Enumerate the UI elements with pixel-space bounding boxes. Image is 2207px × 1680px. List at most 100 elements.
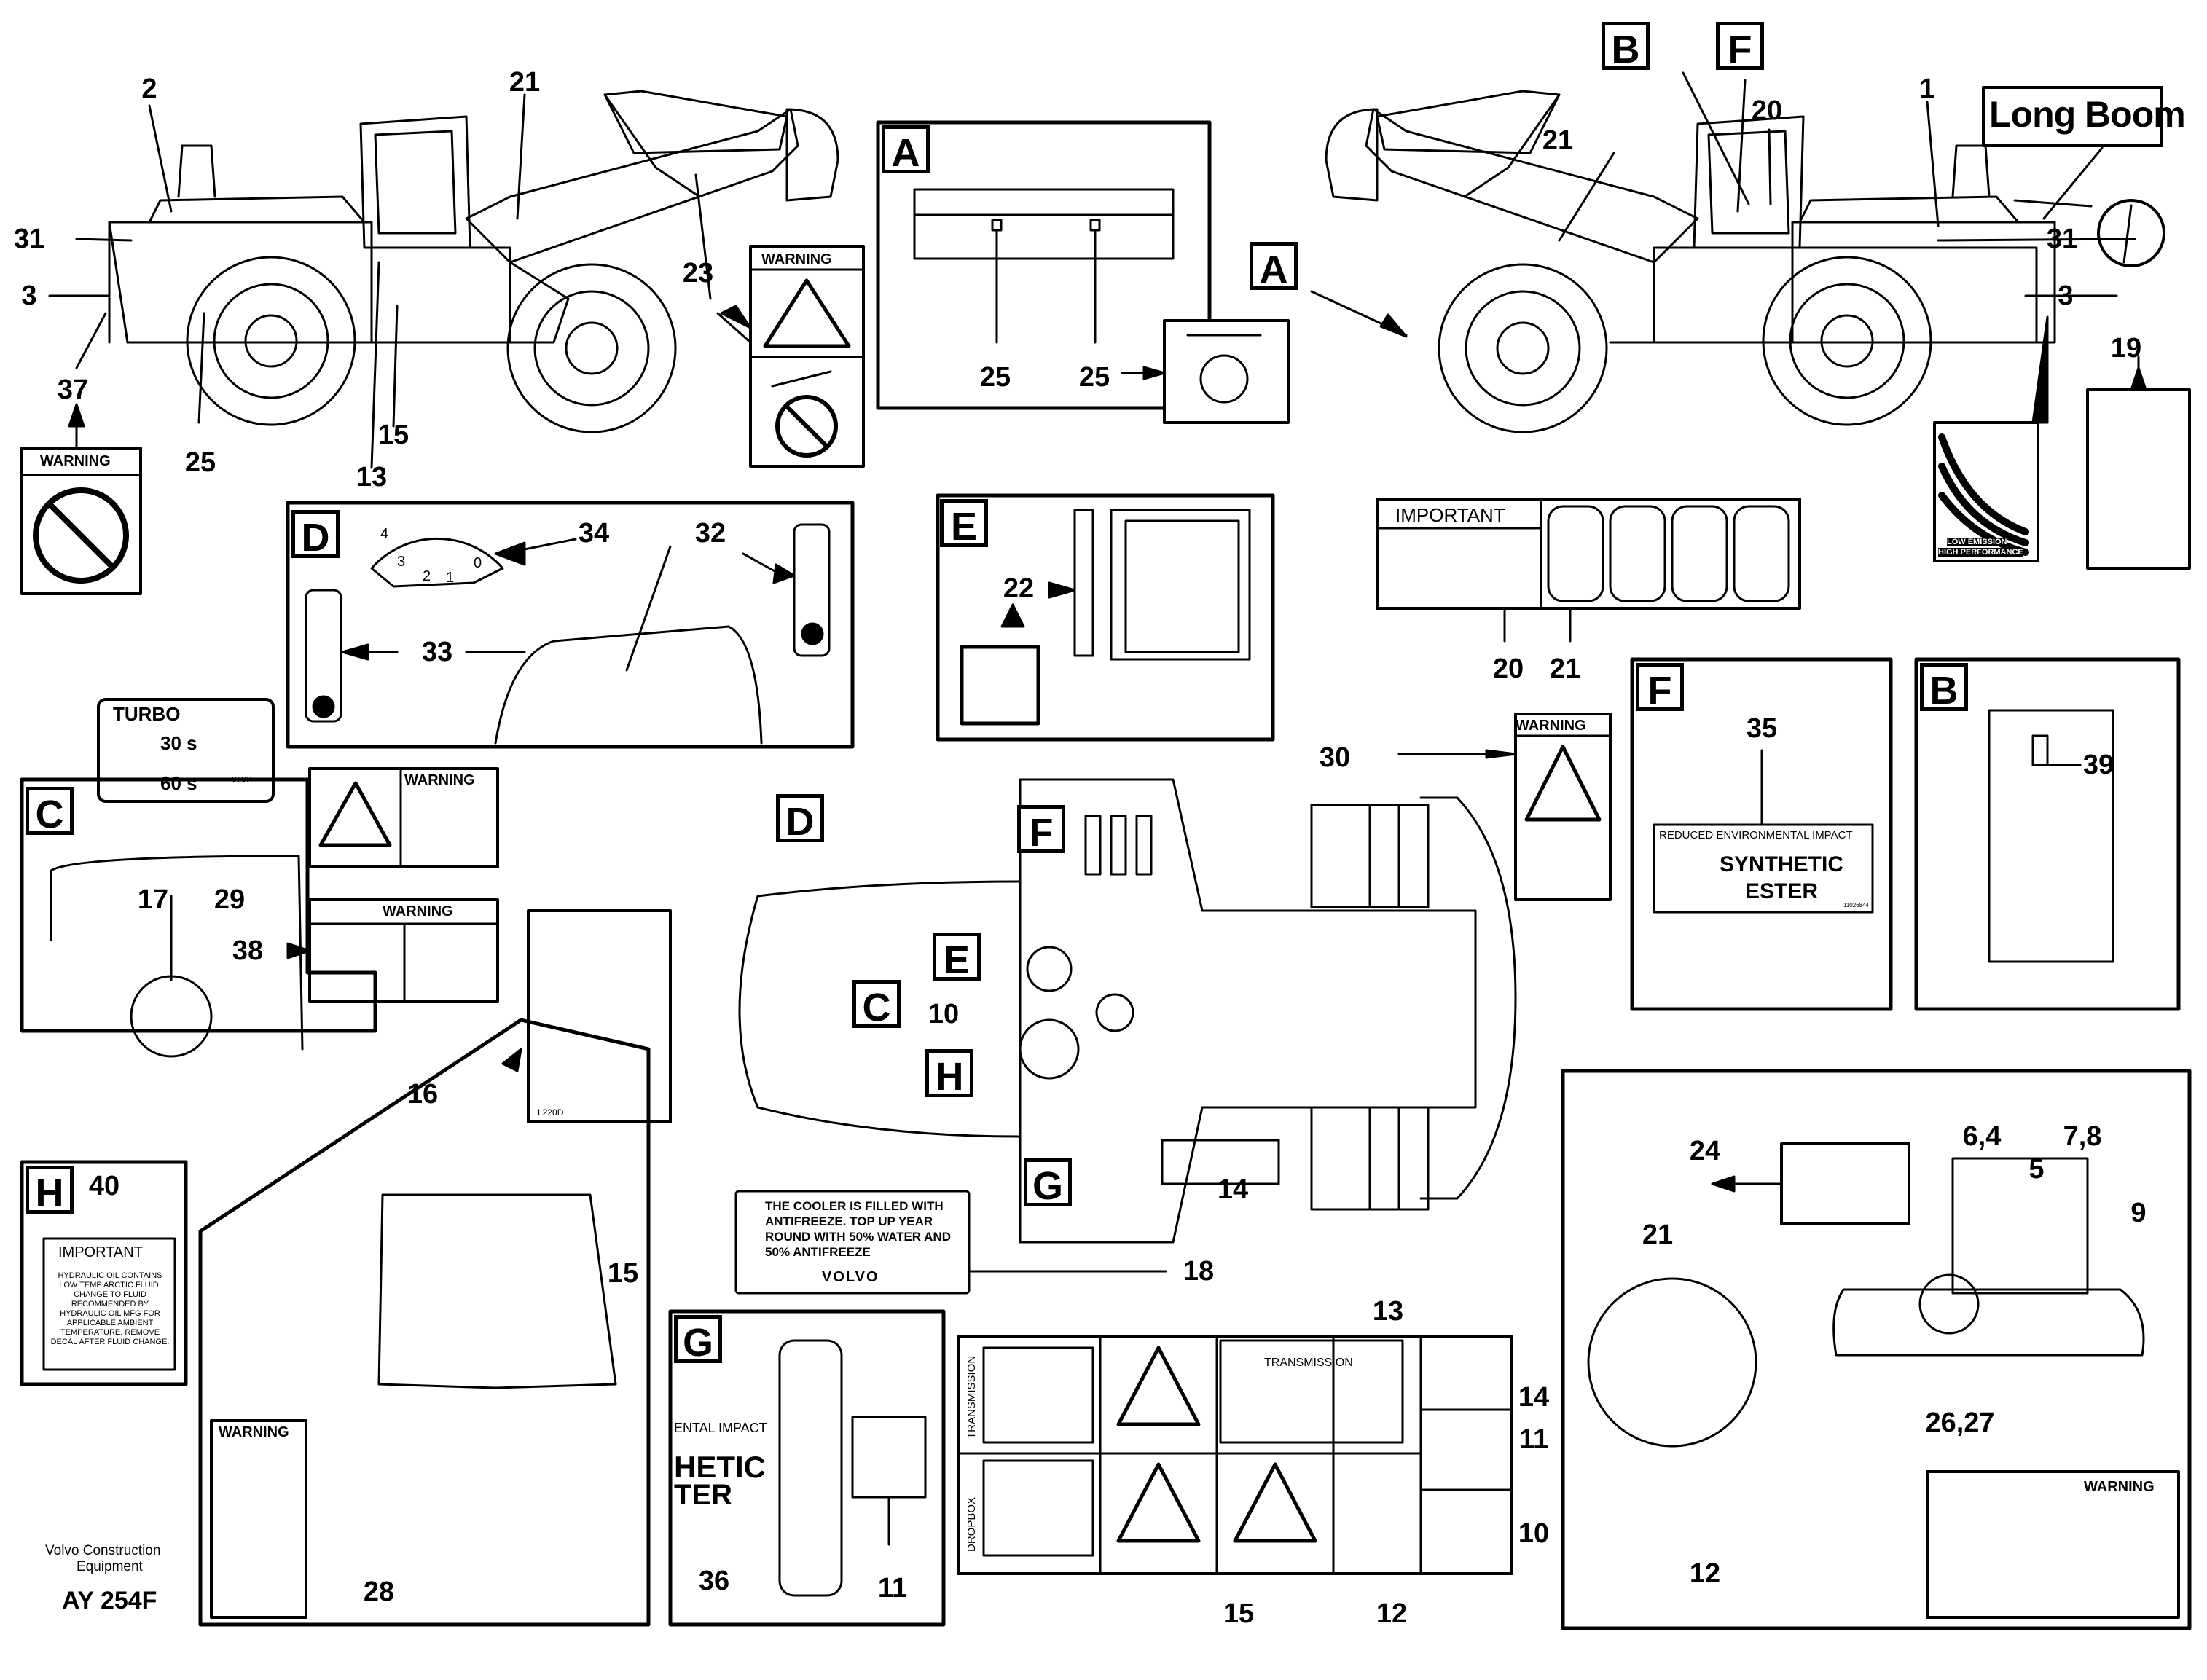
callout-10: 10 — [1518, 1518, 1550, 1549]
callout-37: 37 — [57, 374, 89, 405]
callout-34: 34 — [578, 518, 610, 549]
g-ental-impact: ENTAL IMPACT — [674, 1421, 767, 1435]
section-label-d: D — [776, 794, 824, 844]
section-label-b: B — [1602, 22, 1650, 71]
callout-5: 5 — [2028, 1154, 2045, 1185]
callout-7-8: 7,8 — [2063, 1121, 2102, 1152]
callout-16: 16 — [407, 1079, 439, 1110]
ester-text: ESTER — [1745, 879, 1819, 903]
callout-26-27: 26,27 — [1925, 1408, 1995, 1438]
low-emission-text: LOW EMISSION — [1947, 538, 2007, 546]
g-ter: TER — [674, 1479, 732, 1511]
section-label-e: E — [940, 499, 988, 549]
g-hetic: HETIC — [674, 1450, 766, 1484]
callout-19: 19 — [2110, 333, 2142, 364]
detail-box-battery-area — [1561, 1069, 2192, 1630]
callout-24: 24 — [1689, 1136, 1721, 1166]
detail-box-e-emergency-exit — [936, 493, 1275, 742]
callout-13: 13 — [1372, 1296, 1404, 1327]
decal-30-electrical-warning — [1514, 713, 1612, 901]
important-header: IMPORTANT — [1395, 504, 1505, 526]
callout-17: 17 — [137, 884, 169, 915]
callout-31: 31 — [13, 224, 45, 254]
reduced-env-text: REDUCED ENVIRONMENTAL IMPACT — [1659, 829, 1853, 841]
callout-29: 29 — [213, 884, 246, 915]
callout-3: 3 — [21, 280, 37, 311]
section-label-c: C — [852, 980, 901, 1029]
warning-header-28: WARNING — [219, 1424, 289, 1440]
footer-equipment: Equipment — [77, 1559, 143, 1574]
section-label-g: G — [674, 1315, 722, 1365]
section-label-f: F — [1017, 805, 1065, 855]
turbo-60s: 60 s — [160, 772, 197, 794]
callout-1: 1 — [1919, 74, 1935, 104]
callout-2: 2 — [141, 74, 157, 104]
dropbox-vertical: DROPBOX — [965, 1496, 978, 1552]
callout-21: 21 — [1549, 653, 1581, 684]
volvo-mark: VOLVO — [822, 1269, 879, 1285]
central-plan-view — [738, 778, 1517, 1244]
decal-37-warning-no-step — [20, 447, 142, 595]
callout-18: 18 — [1183, 1256, 1215, 1287]
callout-15: 15 — [607, 1258, 639, 1289]
decal-long-boom — [1982, 86, 2163, 147]
section-label-b: B — [1920, 663, 1968, 713]
ester-code: 11026844 — [1843, 902, 1869, 908]
turbo-30s: 30 s — [160, 732, 197, 754]
callout-12: 12 — [1376, 1598, 1408, 1629]
callout-25: 25 — [979, 362, 1011, 393]
warning-header-23: WARNING — [761, 251, 832, 267]
detail-box-a-lifting-points — [876, 120, 1290, 424]
warning-header-37: WARNING — [40, 453, 111, 469]
decal-cluster-transmission — [957, 1335, 1513, 1575]
stop-label: STOP — [232, 776, 252, 784]
decal-17-turbo — [97, 698, 275, 803]
callout-15: 15 — [377, 420, 409, 450]
callout-3: 3 — [2058, 280, 2074, 311]
turbo-label: TURBO — [113, 703, 181, 725]
callout-32: 32 — [694, 518, 726, 549]
callout-28: 28 — [363, 1577, 395, 1607]
callout-10: 10 — [928, 999, 960, 1029]
callout-11: 11 — [1518, 1424, 1549, 1455]
callout-14: 14 — [1217, 1174, 1249, 1205]
callout-22: 22 — [1003, 573, 1035, 604]
section-label-f: F — [1716, 22, 1764, 71]
leader-lines-top — [48, 71, 2136, 469]
callout-14: 14 — [1518, 1382, 1550, 1413]
dial-1: 1 — [446, 570, 455, 586]
section-label-h: H — [925, 1049, 973, 1099]
cooler-text: THE COOLER IS FILLED WITH ANTIFREEZE. TO… — [765, 1199, 951, 1259]
footer-code: AY 254F — [62, 1587, 157, 1614]
decal-29-warning-manual — [308, 767, 499, 868]
dial-0: 0 — [474, 555, 482, 571]
callout-35: 35 — [1746, 713, 1778, 744]
transmission-vertical: TRANSMISSION — [965, 1355, 978, 1439]
decal-23-warning-crush — [749, 245, 865, 468]
callout-21: 21 — [509, 67, 541, 98]
decal-18-cooler-antifreeze — [734, 1190, 1167, 1295]
section-label-f: F — [1636, 663, 1684, 713]
callout-30: 30 — [1319, 742, 1351, 773]
dial-2: 2 — [423, 568, 431, 584]
transmission-label: TRANSMISSION — [1264, 1357, 1353, 1369]
section-label-a: A — [1250, 242, 1298, 291]
callout-6-4: 6,4 — [1962, 1121, 2002, 1152]
dial-4: 4 — [380, 526, 389, 542]
section-label-d: D — [291, 510, 340, 560]
callout-33: 33 — [421, 637, 453, 667]
callout-21: 21 — [1642, 1220, 1674, 1250]
warning-header-38: WARNING — [383, 903, 453, 919]
footer-company: Volvo Construction — [45, 1543, 161, 1558]
detail-box-d-control-panel — [286, 501, 855, 749]
long-boom-text: Long Boom — [1989, 94, 2186, 135]
callout-21: 21 — [1542, 125, 1574, 156]
callout-11: 11 — [877, 1573, 908, 1604]
callout-12: 12 — [1689, 1558, 1721, 1589]
h-important: IMPORTANT — [58, 1244, 143, 1260]
callout-23: 23 — [682, 258, 714, 288]
h-text: HYDRAULIC OIL CONTAINS LOW TEMP ARCTIC F… — [50, 1271, 170, 1346]
synthetic-text: SYNTHETIC — [1720, 852, 1844, 876]
callout-36: 36 — [698, 1566, 730, 1596]
